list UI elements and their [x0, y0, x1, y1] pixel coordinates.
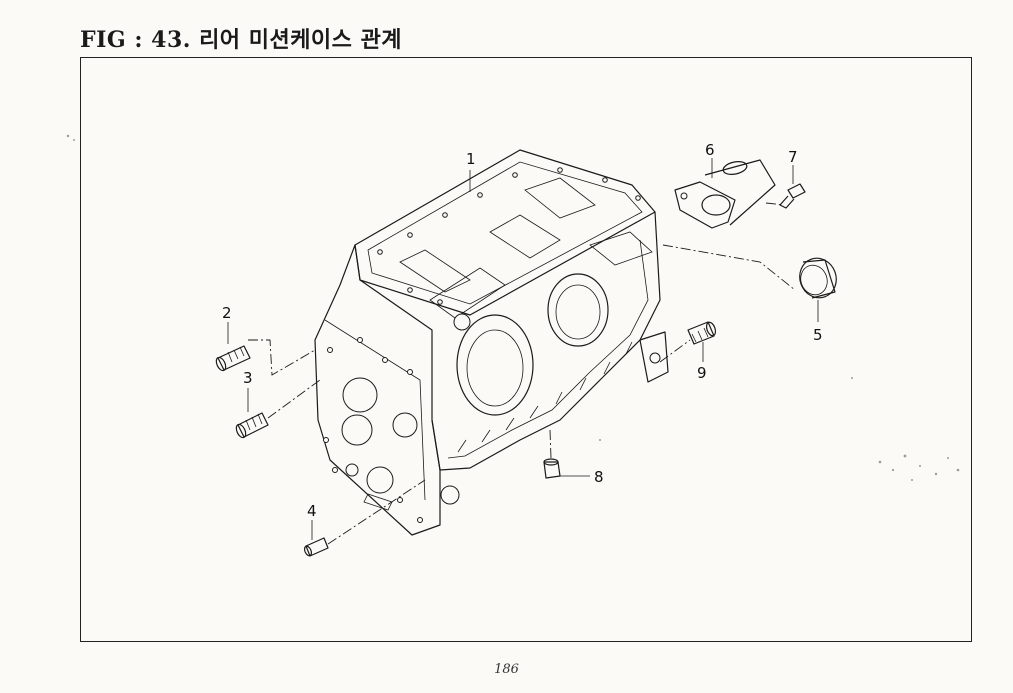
stud-part-9: [687, 321, 717, 345]
bolt-part-7: [779, 183, 806, 209]
diagram-frame: [80, 57, 972, 642]
callout-7: 7: [788, 148, 798, 166]
callout-1: 1: [466, 150, 476, 168]
flanged-sleeve-part-6: [674, 159, 776, 229]
callout-6: 6: [705, 141, 715, 159]
plug-part-8: [543, 458, 561, 479]
dowel-pin-part-4: [303, 537, 329, 557]
callout-4: 4: [307, 502, 317, 520]
leader-lines: [227, 158, 819, 545]
callout-9: 9: [697, 364, 707, 382]
stud-part-3: [235, 412, 269, 439]
callout-5: 5: [813, 326, 823, 344]
seal-ring-part-5: [799, 257, 837, 299]
callout-labels: 1 2 3 4 5 6 7 8 9: [222, 141, 823, 520]
page-number: 186: [494, 662, 519, 677]
callout-2: 2: [222, 304, 232, 322]
stud-part-2: [215, 345, 251, 372]
callout-8: 8: [594, 468, 604, 486]
figure-title: FIG : 43. 리어 미션케이스 관계: [80, 27, 403, 53]
rear-transmission-case: [314, 149, 669, 536]
scan-noise: [66, 134, 960, 481]
callout-3: 3: [243, 369, 253, 387]
